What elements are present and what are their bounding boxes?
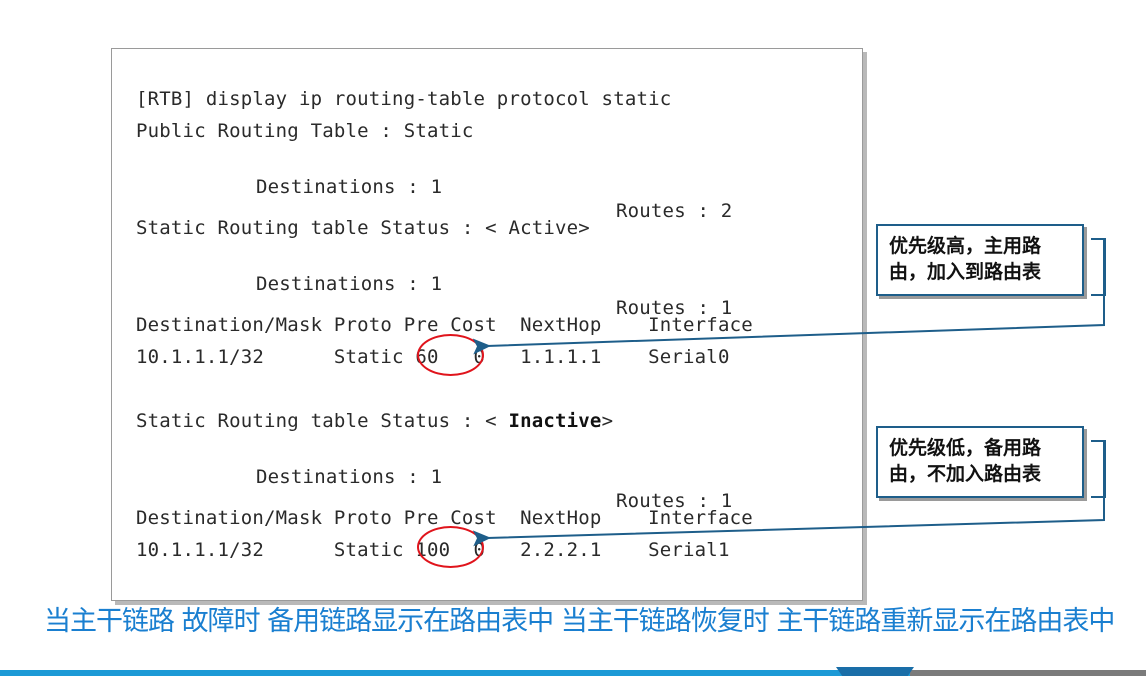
- inactive-status-suffix: >: [601, 410, 614, 432]
- callout-high-priority: 优先级高，主用路 由，加入到路由表: [876, 224, 1084, 296]
- summary-destinations: Destinations : 1: [256, 176, 443, 198]
- command-line: [RTB] display ip routing-table protocol …: [136, 88, 672, 110]
- active-status-line: Static Routing table Status : < Active>: [136, 216, 590, 240]
- inactive-status-prefix: Static Routing table Status : <: [136, 410, 509, 432]
- inactive-counts-line: Destinations : 1 Routes : 1: [256, 441, 856, 512]
- pre-60-highlight: [417, 334, 484, 376]
- callout-high-bracket: [1091, 238, 1106, 296]
- inactive-status-word: Inactive: [508, 410, 602, 432]
- table-title: Public Routing Table : Static: [136, 120, 474, 142]
- active-status-suffix: >: [578, 217, 590, 239]
- callout-low-line1: 优先级低，备用路: [889, 437, 1042, 459]
- footer-grey-segment: [910, 670, 1146, 676]
- terminal-output-box: [RTB] display ip routing-table protocol …: [111, 48, 863, 601]
- callout-low-line2: 由，不加入路由表: [889, 463, 1042, 485]
- active-destinations: Destinations : 1: [256, 273, 443, 295]
- inactive-status-line: Static Routing table Status : < Inactive…: [136, 409, 613, 433]
- active-status-word: Active: [508, 217, 579, 239]
- callout-high-line2: 由，加入到路由表: [889, 261, 1042, 283]
- pre-100-highlight: [417, 526, 484, 568]
- summary-routes: Routes : 2: [616, 200, 733, 222]
- footer-tab: [836, 667, 914, 676]
- callout-low-priority: 优先级低，备用路 由，不加入路由表: [876, 426, 1084, 498]
- callout-low-bracket: [1091, 440, 1106, 498]
- inactive-destinations: Destinations : 1: [256, 466, 443, 488]
- footer-bar: [0, 670, 1146, 676]
- active-counts-line: Destinations : 1 Routes : 1: [256, 248, 856, 319]
- slide-caption: 当主干链路 故障时 备用链路显示在路由表中 当主干链路恢复时 主干链路重新显示在…: [44, 606, 1115, 637]
- summary-line: Destinations : 1 Routes : 2: [256, 151, 856, 222]
- active-status-prefix: Static Routing table Status : <: [136, 217, 509, 239]
- callout-high-line1: 优先级高，主用路: [889, 235, 1042, 257]
